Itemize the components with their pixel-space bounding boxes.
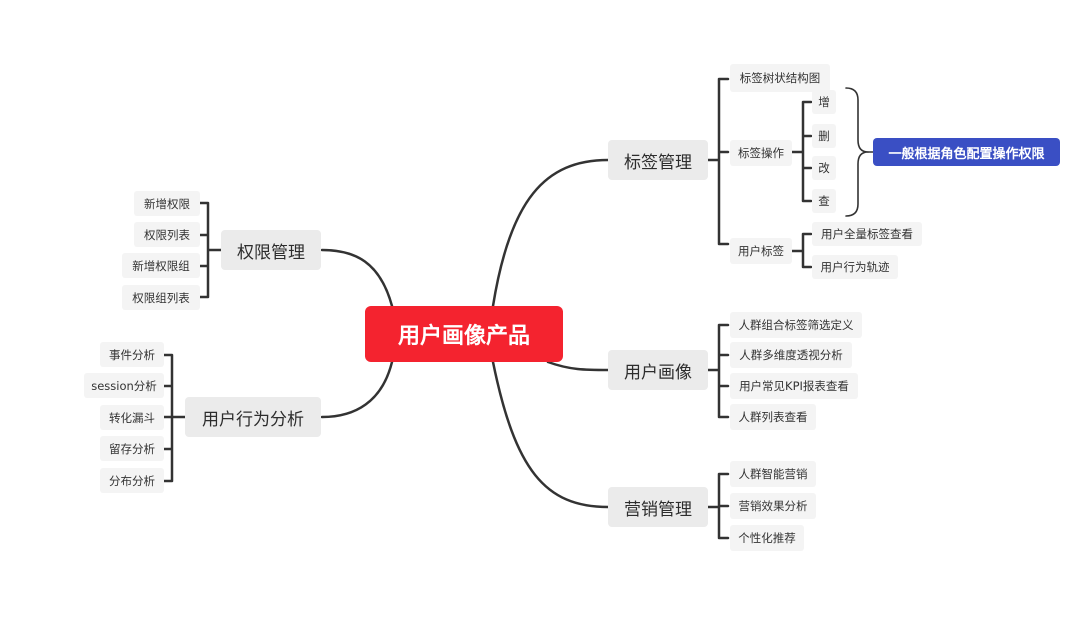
connector-user-tags: [790, 232, 813, 269]
branch-permission[interactable]: 权限管理: [221, 230, 321, 270]
leaf-user-kpi-report[interactable]: 用户常见KPI报表查看: [730, 373, 858, 399]
leaf-tag-operations[interactable]: 标签操作: [730, 140, 792, 166]
connector-permission: [198, 201, 223, 299]
leaf-user-all-tags[interactable]: 用户全量标签查看: [812, 222, 922, 246]
leaf-user-tags[interactable]: 用户标签: [730, 238, 792, 264]
branch-user-behavior[interactable]: 用户行为分析: [185, 397, 321, 437]
leaf-conversion-funnel[interactable]: 转化漏斗: [100, 405, 164, 430]
brace-tag-ops: [845, 87, 869, 217]
leaf-permission-list[interactable]: 权限列表: [134, 222, 200, 247]
connector-marketing: [706, 472, 730, 540]
connector-behavior: [162, 353, 187, 483]
leaf-session-analysis[interactable]: session分析: [84, 373, 164, 398]
connector-root-behavior: [320, 360, 394, 419]
leaf-add-permission-group[interactable]: 新增权限组: [122, 253, 200, 278]
connector-user-profile: [706, 323, 730, 419]
branch-user-profile[interactable]: 用户画像: [608, 350, 708, 390]
connector-root-user-profile: [546, 360, 610, 372]
leaf-distribution-analysis[interactable]: 分布分析: [100, 468, 164, 493]
leaf-marketing-effect[interactable]: 营销效果分析: [730, 493, 816, 519]
root-node[interactable]: 用户画像产品: [365, 306, 563, 362]
connector-tag-ops: [790, 100, 813, 203]
leaf-crowd-list[interactable]: 人群列表查看: [730, 404, 816, 430]
leaf-op-delete[interactable]: 删: [812, 124, 836, 148]
leaf-op-edit[interactable]: 改: [812, 156, 836, 180]
note-role-permission[interactable]: 一般根据角色配置操作权限: [873, 138, 1060, 166]
connector-root-tag-mgmt: [491, 158, 610, 308]
leaf-event-analysis[interactable]: 事件分析: [100, 342, 164, 367]
connector-root-permission: [320, 248, 394, 308]
leaf-smart-marketing[interactable]: 人群智能营销: [730, 461, 816, 487]
leaf-op-add[interactable]: 增: [812, 90, 836, 114]
leaf-crowd-tag-filter[interactable]: 人群组合标签筛选定义: [730, 312, 862, 338]
leaf-tag-tree-chart[interactable]: 标签树状结构图: [730, 64, 830, 92]
leaf-user-behavior-trace[interactable]: 用户行为轨迹: [812, 255, 898, 279]
connector-root-marketing: [491, 360, 610, 509]
connector-tag-mgmt: [706, 77, 730, 246]
leaf-add-permission[interactable]: 新增权限: [134, 191, 200, 216]
leaf-op-query[interactable]: 查: [812, 189, 836, 213]
leaf-crowd-multi-analysis[interactable]: 人群多维度透视分析: [730, 342, 852, 368]
branch-tag-management[interactable]: 标签管理: [608, 140, 708, 180]
leaf-personal-recommend[interactable]: 个性化推荐: [730, 525, 804, 551]
branch-marketing[interactable]: 营销管理: [608, 487, 708, 527]
leaf-permission-group-list[interactable]: 权限组列表: [122, 285, 200, 310]
leaf-retention-analysis[interactable]: 留存分析: [100, 436, 164, 461]
